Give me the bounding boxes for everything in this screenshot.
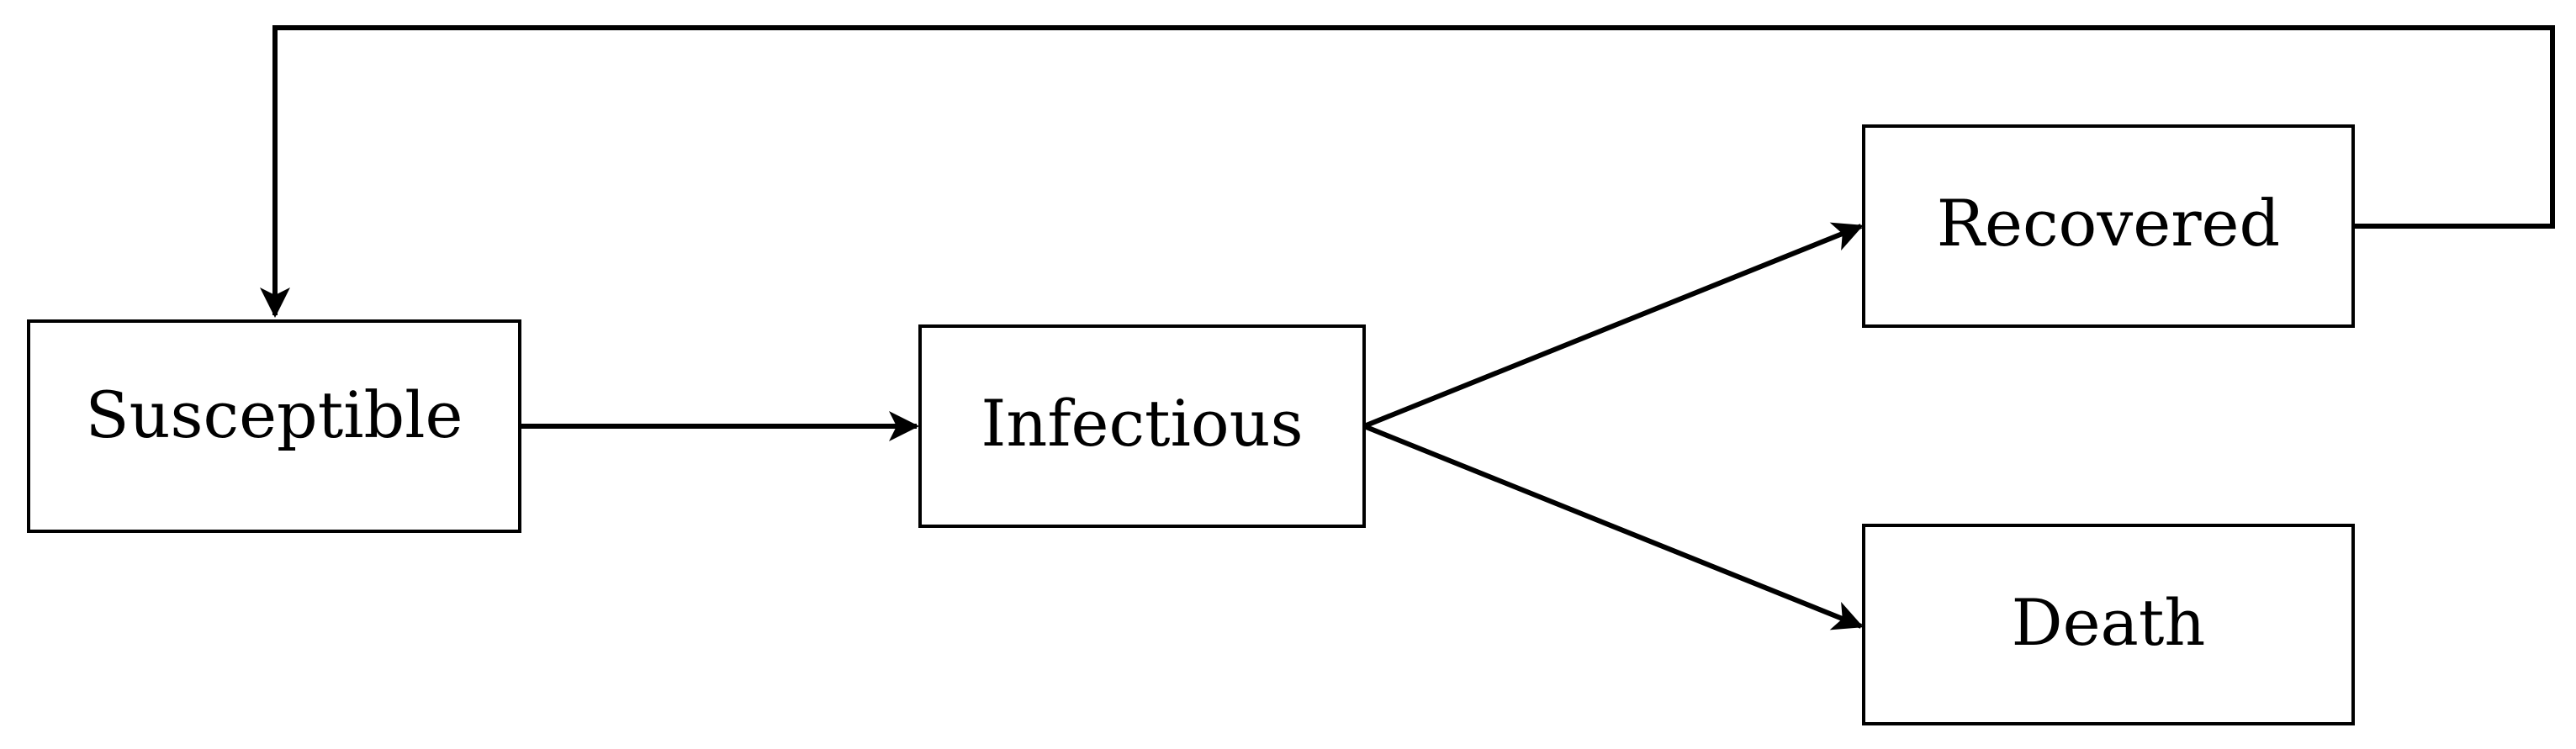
edge-infectious-to-death bbox=[1362, 424, 1864, 630]
node-susceptible-box bbox=[27, 319, 521, 533]
node-infectious-label: Infectious bbox=[981, 386, 1303, 461]
node-death-box bbox=[1862, 524, 2355, 725]
edge-infectious-to-recovered bbox=[1362, 222, 1864, 429]
node-recovered-box bbox=[1862, 124, 2355, 328]
node-infectious-box bbox=[918, 324, 1366, 528]
node-susceptible-label: Susceptible bbox=[86, 377, 463, 452]
node-infectious: Infectious bbox=[918, 324, 1366, 528]
node-recovered: Recovered bbox=[1862, 124, 2355, 328]
node-death-label: Death bbox=[2012, 585, 2206, 660]
edge-recovered-to-susceptible bbox=[260, 25, 2555, 318]
node-death: Death bbox=[1862, 524, 2355, 725]
node-susceptible: Susceptible bbox=[27, 319, 521, 533]
node-recovered-label: Recovered bbox=[1937, 186, 2280, 261]
